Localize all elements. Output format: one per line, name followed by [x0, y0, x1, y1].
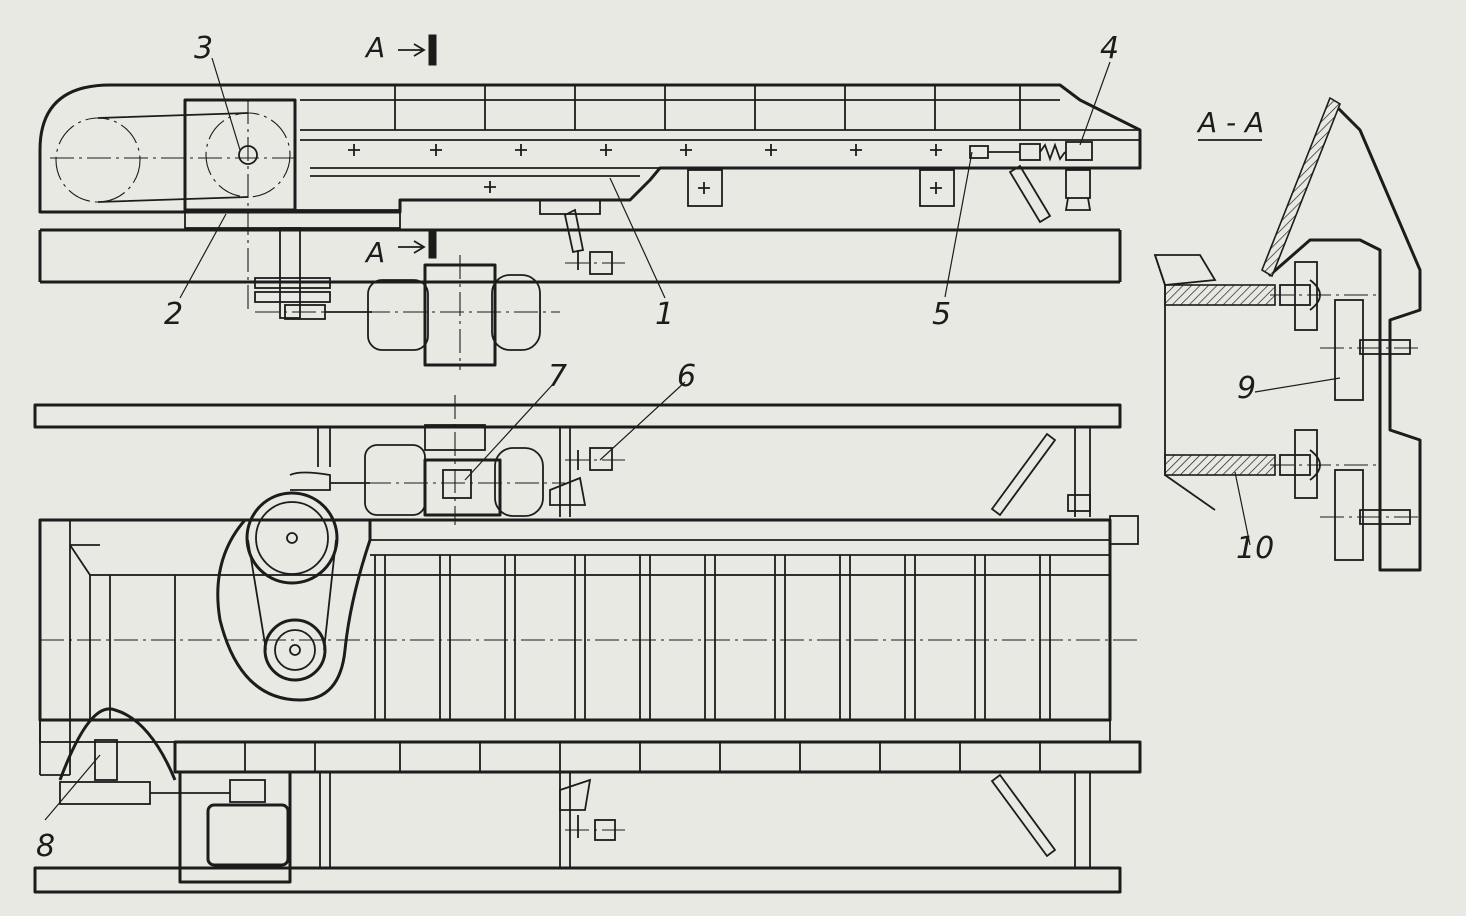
section-mark-bottom: A — [364, 231, 437, 269]
label-4: 4 — [1100, 31, 1119, 66]
plan-motor — [289, 395, 587, 525]
plan-cross-bars — [109, 555, 1051, 720]
tensioner — [969, 141, 1093, 224]
label-10: 10 — [1236, 531, 1274, 566]
bolt-crosses — [348, 144, 942, 193]
label-7: 7 — [548, 359, 567, 394]
side-view: A A — [38, 31, 1142, 370]
section-profile — [1268, 98, 1422, 572]
part-labels: 1 2 3 4 5 6 7 8 9 10 — [36, 31, 1274, 864]
section-letter-bottom: A — [364, 236, 385, 269]
plan-pulley-small — [263, 618, 327, 682]
side-rail-ribs — [394, 85, 1021, 130]
section-title: A - A — [1196, 106, 1264, 139]
section-mark-top: A — [364, 31, 437, 66]
section-letter-top: A — [364, 31, 385, 64]
roller-upper — [1270, 261, 1420, 401]
plan-lower-drive-casing — [58, 707, 177, 781]
callout-leaders — [44, 57, 1341, 821]
label-6: 6 — [677, 359, 696, 394]
label-9: 9 — [1237, 371, 1256, 406]
roller-lower — [1270, 429, 1420, 561]
side-frame-outline — [38, 83, 1142, 214]
section-a-a: A - A — [1153, 96, 1422, 572]
plan-view — [33, 395, 1142, 894]
label-1: 1 — [655, 297, 674, 332]
label-2: 2 — [164, 297, 183, 332]
label-8: 8 — [36, 829, 55, 864]
plan-drive-casing — [216, 519, 372, 702]
side-motor-assembly — [254, 208, 625, 370]
label-3: 3 — [194, 31, 213, 66]
plan-pulley-large — [245, 491, 339, 585]
drive-gearbox — [183, 98, 297, 212]
label-5: 5 — [932, 297, 951, 332]
